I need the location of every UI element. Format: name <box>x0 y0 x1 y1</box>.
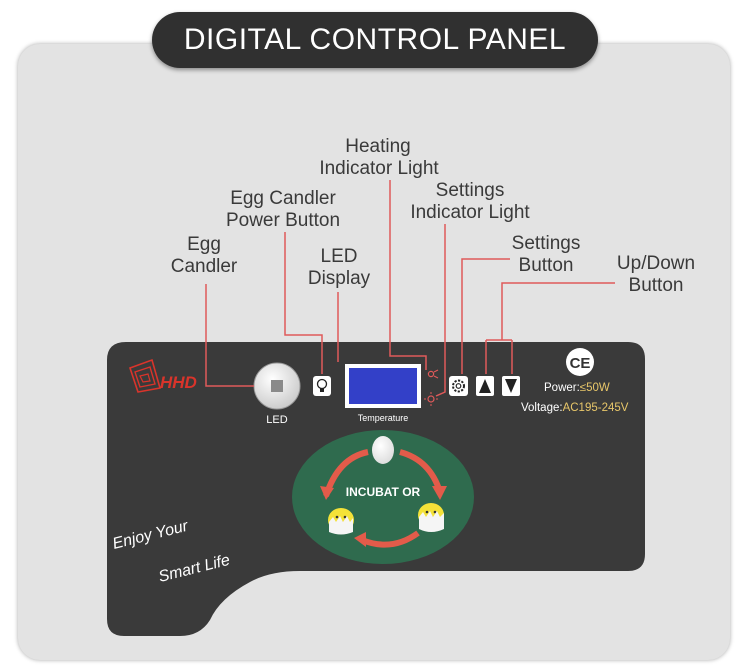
callout-line-2: Candler <box>170 256 238 277</box>
bulb-icon <box>316 378 328 392</box>
callout-line-2: Button <box>518 255 574 276</box>
leader-settings-indicator-light <box>435 224 446 397</box>
callout-line-1: Settings <box>511 233 581 254</box>
egg-candler-power-button[interactable] <box>313 376 331 396</box>
up-arrow-icon <box>479 379 491 393</box>
callout-line-2: Display <box>307 268 371 289</box>
arrowhead <box>320 486 334 500</box>
callout-heating-indicator-light: Heating <box>330 136 426 158</box>
callout-line-1: Egg <box>187 234 221 255</box>
settings-button[interactable] <box>449 376 468 396</box>
leader-egg-candler-power-button <box>284 232 323 374</box>
callout-up-down-button: Up/Down Button <box>598 253 714 297</box>
up-button[interactable] <box>476 376 494 396</box>
leader-egg-candler <box>205 284 254 387</box>
led-display <box>345 364 421 408</box>
callout-line-2: Indicator Light <box>319 158 439 179</box>
settings-indicator-light <box>424 392 438 406</box>
ce-mark: CE <box>566 348 594 376</box>
heating-icon <box>427 369 439 379</box>
ce-text: CE <box>570 355 591 372</box>
callout-line-2: Indicator Light <box>410 202 530 223</box>
gear-icon <box>452 379 465 393</box>
egg-candler-light <box>253 362 301 410</box>
leader-heating-indicator-light <box>389 180 427 370</box>
arrowhead <box>354 532 366 547</box>
power-prefix: Power: <box>544 382 580 394</box>
voltage-prefix: Voltage: <box>521 402 563 414</box>
heating-indicator-light <box>427 369 439 379</box>
callout-line-1: Up/Down <box>616 253 696 274</box>
voltage-rating: Voltage:AC195-245V <box>521 402 629 414</box>
down-button[interactable] <box>502 376 520 396</box>
brand-text: HHD <box>160 373 197 392</box>
cycle-arrow-bottom <box>360 530 420 548</box>
settings-light-icon <box>424 392 438 406</box>
chick-image-left <box>328 508 354 535</box>
callout-line-2: Button <box>628 275 684 296</box>
callout-line-2: Power Button <box>225 210 341 231</box>
callout-settings-indicator-light: Settings Indicator Light <box>390 180 550 224</box>
incubator-cycle-graphic: INCUBAT OR <box>292 430 474 564</box>
callout-led-display: LED Display <box>296 246 382 290</box>
down-arrow-icon <box>505 379 517 393</box>
callout-heating-indicator-light-2: Indicator Light <box>300 158 458 180</box>
callout-egg-candler-power-button: Egg Candler Power Button <box>208 188 358 232</box>
egg-image <box>372 436 394 464</box>
incubator-label: INCUBAT OR <box>346 485 421 499</box>
chick-image-right <box>418 503 444 532</box>
led-label: LED <box>266 414 287 426</box>
leader-lines <box>205 180 615 397</box>
arrowhead <box>432 486 447 500</box>
callout-line-1: Heating <box>345 136 411 157</box>
leader-up-down-button <box>501 282 615 340</box>
brand-logo: HHD <box>128 358 197 393</box>
callout-line-1: Egg Candler <box>230 188 336 209</box>
display-label: Temperature <box>358 413 409 423</box>
callout-line-1: Settings <box>435 180 505 201</box>
power-value: ≤50W <box>580 382 610 394</box>
page-title: DIGITAL CONTROL PANEL <box>152 12 598 68</box>
callout-egg-candler: Egg Candler <box>150 234 258 278</box>
leader-settings-button <box>461 258 510 374</box>
power-rating: Power:≤50W <box>544 382 610 394</box>
voltage-value: AC195-245V <box>563 402 629 414</box>
callout-line-1: LED <box>320 246 358 267</box>
callout-settings-button: Settings Button <box>496 233 596 277</box>
